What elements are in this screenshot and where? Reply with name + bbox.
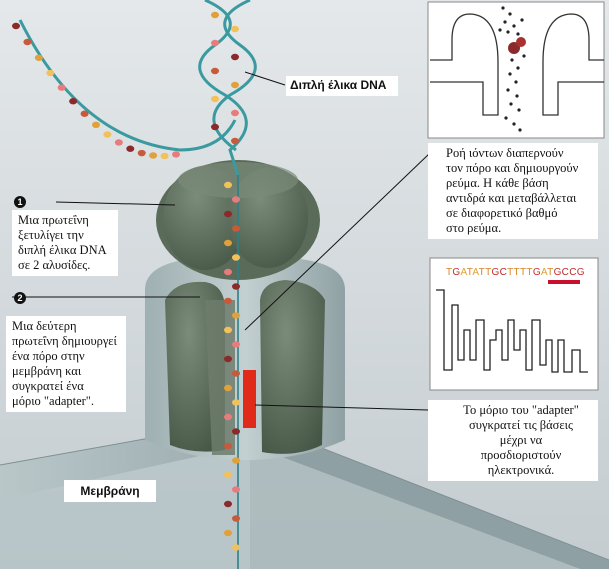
sequence-base: T	[513, 267, 520, 278]
sequence-base: T	[485, 267, 492, 278]
sequence-base: T	[478, 267, 486, 278]
adapter-molecule	[243, 370, 256, 428]
sequence-highlight-bar	[548, 280, 580, 284]
sequence-base: T	[519, 267, 527, 278]
membrane-label: Μεμβράνη	[64, 480, 156, 502]
sequence-base: C	[569, 267, 577, 278]
dna-helix-label: Διπλή έλικα DNA	[286, 76, 398, 96]
sequence-base: T	[507, 267, 514, 278]
step-1-number: 1	[14, 196, 26, 208]
sequence-base: A	[460, 267, 467, 278]
sequence-base: G	[452, 267, 461, 278]
sequence-base: A	[472, 267, 479, 278]
step-4-text: Το μόριο του "adapter"συγκρατεί τις βάσε…	[428, 400, 598, 481]
dna-sequence: TGATATTGCTTTTGATGCCG	[446, 267, 585, 278]
current-trace	[436, 289, 588, 373]
sequence-base: G	[576, 267, 585, 278]
connector-lines	[12, 71, 431, 411]
dna-helix	[12, 0, 257, 569]
sequence-base: C	[499, 267, 508, 278]
sequence-base: C	[561, 267, 570, 278]
pore-protein	[145, 258, 345, 460]
sequence-base: G	[491, 267, 500, 278]
sequence-base: T	[526, 267, 533, 278]
pore-inset	[427, 1, 605, 139]
membrane	[0, 419, 609, 569]
sequence-base: A	[540, 267, 548, 278]
ion-dots	[498, 6, 526, 132]
current-trace-panel	[429, 257, 599, 391]
sequence-base: G	[553, 267, 562, 278]
sequence-base: G	[532, 267, 541, 278]
sequence-base: T	[466, 267, 473, 278]
sequence-base: T	[446, 267, 453, 278]
sequence-base: T	[547, 267, 554, 278]
step-2-number: 2	[14, 292, 26, 304]
